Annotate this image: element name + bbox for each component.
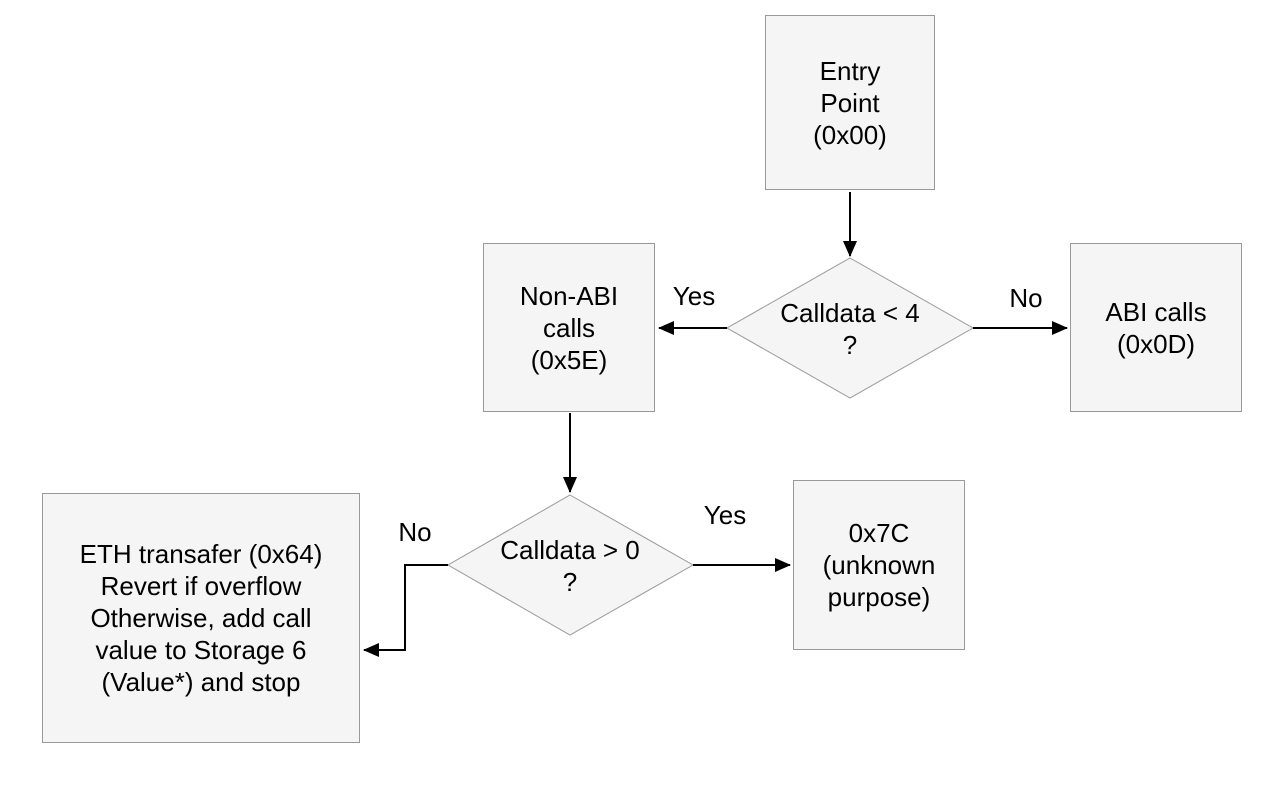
node-eth-transfer-label: ETH transafer (0x64) Revert if overflow … [79, 539, 323, 697]
edge-label-gt0-yes: Yes [703, 500, 747, 530]
node-0x7c-unknown-label: 0x7C (unknown purpose) [822, 518, 936, 612]
node-non-abi-calls-label: Non-ABI calls (0x5E) [519, 280, 619, 375]
edge-label-lt4-yes: Yes [672, 281, 716, 311]
edge-label-gt0-no: No [398, 517, 432, 547]
node-entry-point: Entry Point (0x00) [765, 15, 935, 190]
decision-calldata-gt-0-label: Calldata > 0 ? [500, 535, 640, 597]
node-abi-calls: ABI calls (0x0D) [1070, 243, 1242, 412]
edge-label-lt4-no: No [1009, 283, 1043, 313]
decision-calldata-gt-0-shape [446, 494, 695, 636]
edge-calldata-gt-0-no-to-eth-transfer [363, 564, 448, 657]
node-eth-transfer: ETH transafer (0x64) Revert if overflow … [42, 493, 360, 743]
node-0x7c-unknown: 0x7C (unknown purpose) [793, 480, 965, 650]
decision-calldata-lt-4-shape [725, 257, 975, 399]
node-non-abi-calls: Non-ABI calls (0x5E) [483, 243, 655, 412]
node-abi-calls-label: ABI calls (0x0D) [1105, 296, 1207, 359]
decision-calldata-lt-4-label: Calldata < 4 ? [780, 298, 920, 360]
node-entry-point-label: Entry Point (0x00) [813, 55, 887, 150]
